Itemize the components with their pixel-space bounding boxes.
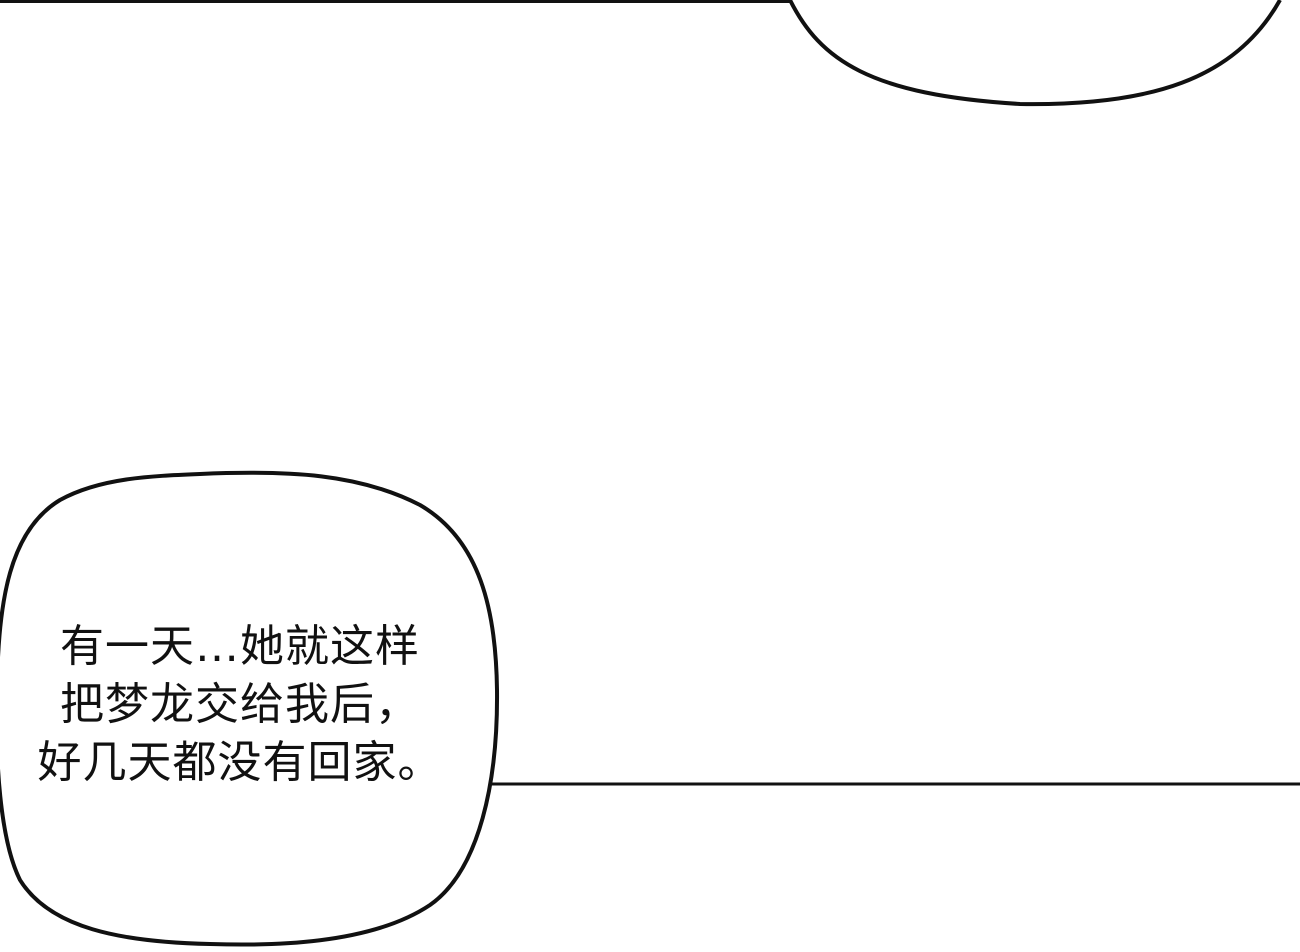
dialogue-line-3: 好几天都没有回家。 — [37, 737, 443, 788]
main-speech-bubble — [0, 470, 500, 947]
speech-bubble-text: 有一天…她就这样 把梦龙交给我后， 好几天都没有回家。 — [20, 618, 460, 792]
dialogue-line-2: 把梦龙交给我后， — [60, 679, 420, 730]
top-speech-bubble — [788, 0, 1282, 107]
dialogue-line-1: 有一天…她就这样 — [60, 621, 420, 672]
